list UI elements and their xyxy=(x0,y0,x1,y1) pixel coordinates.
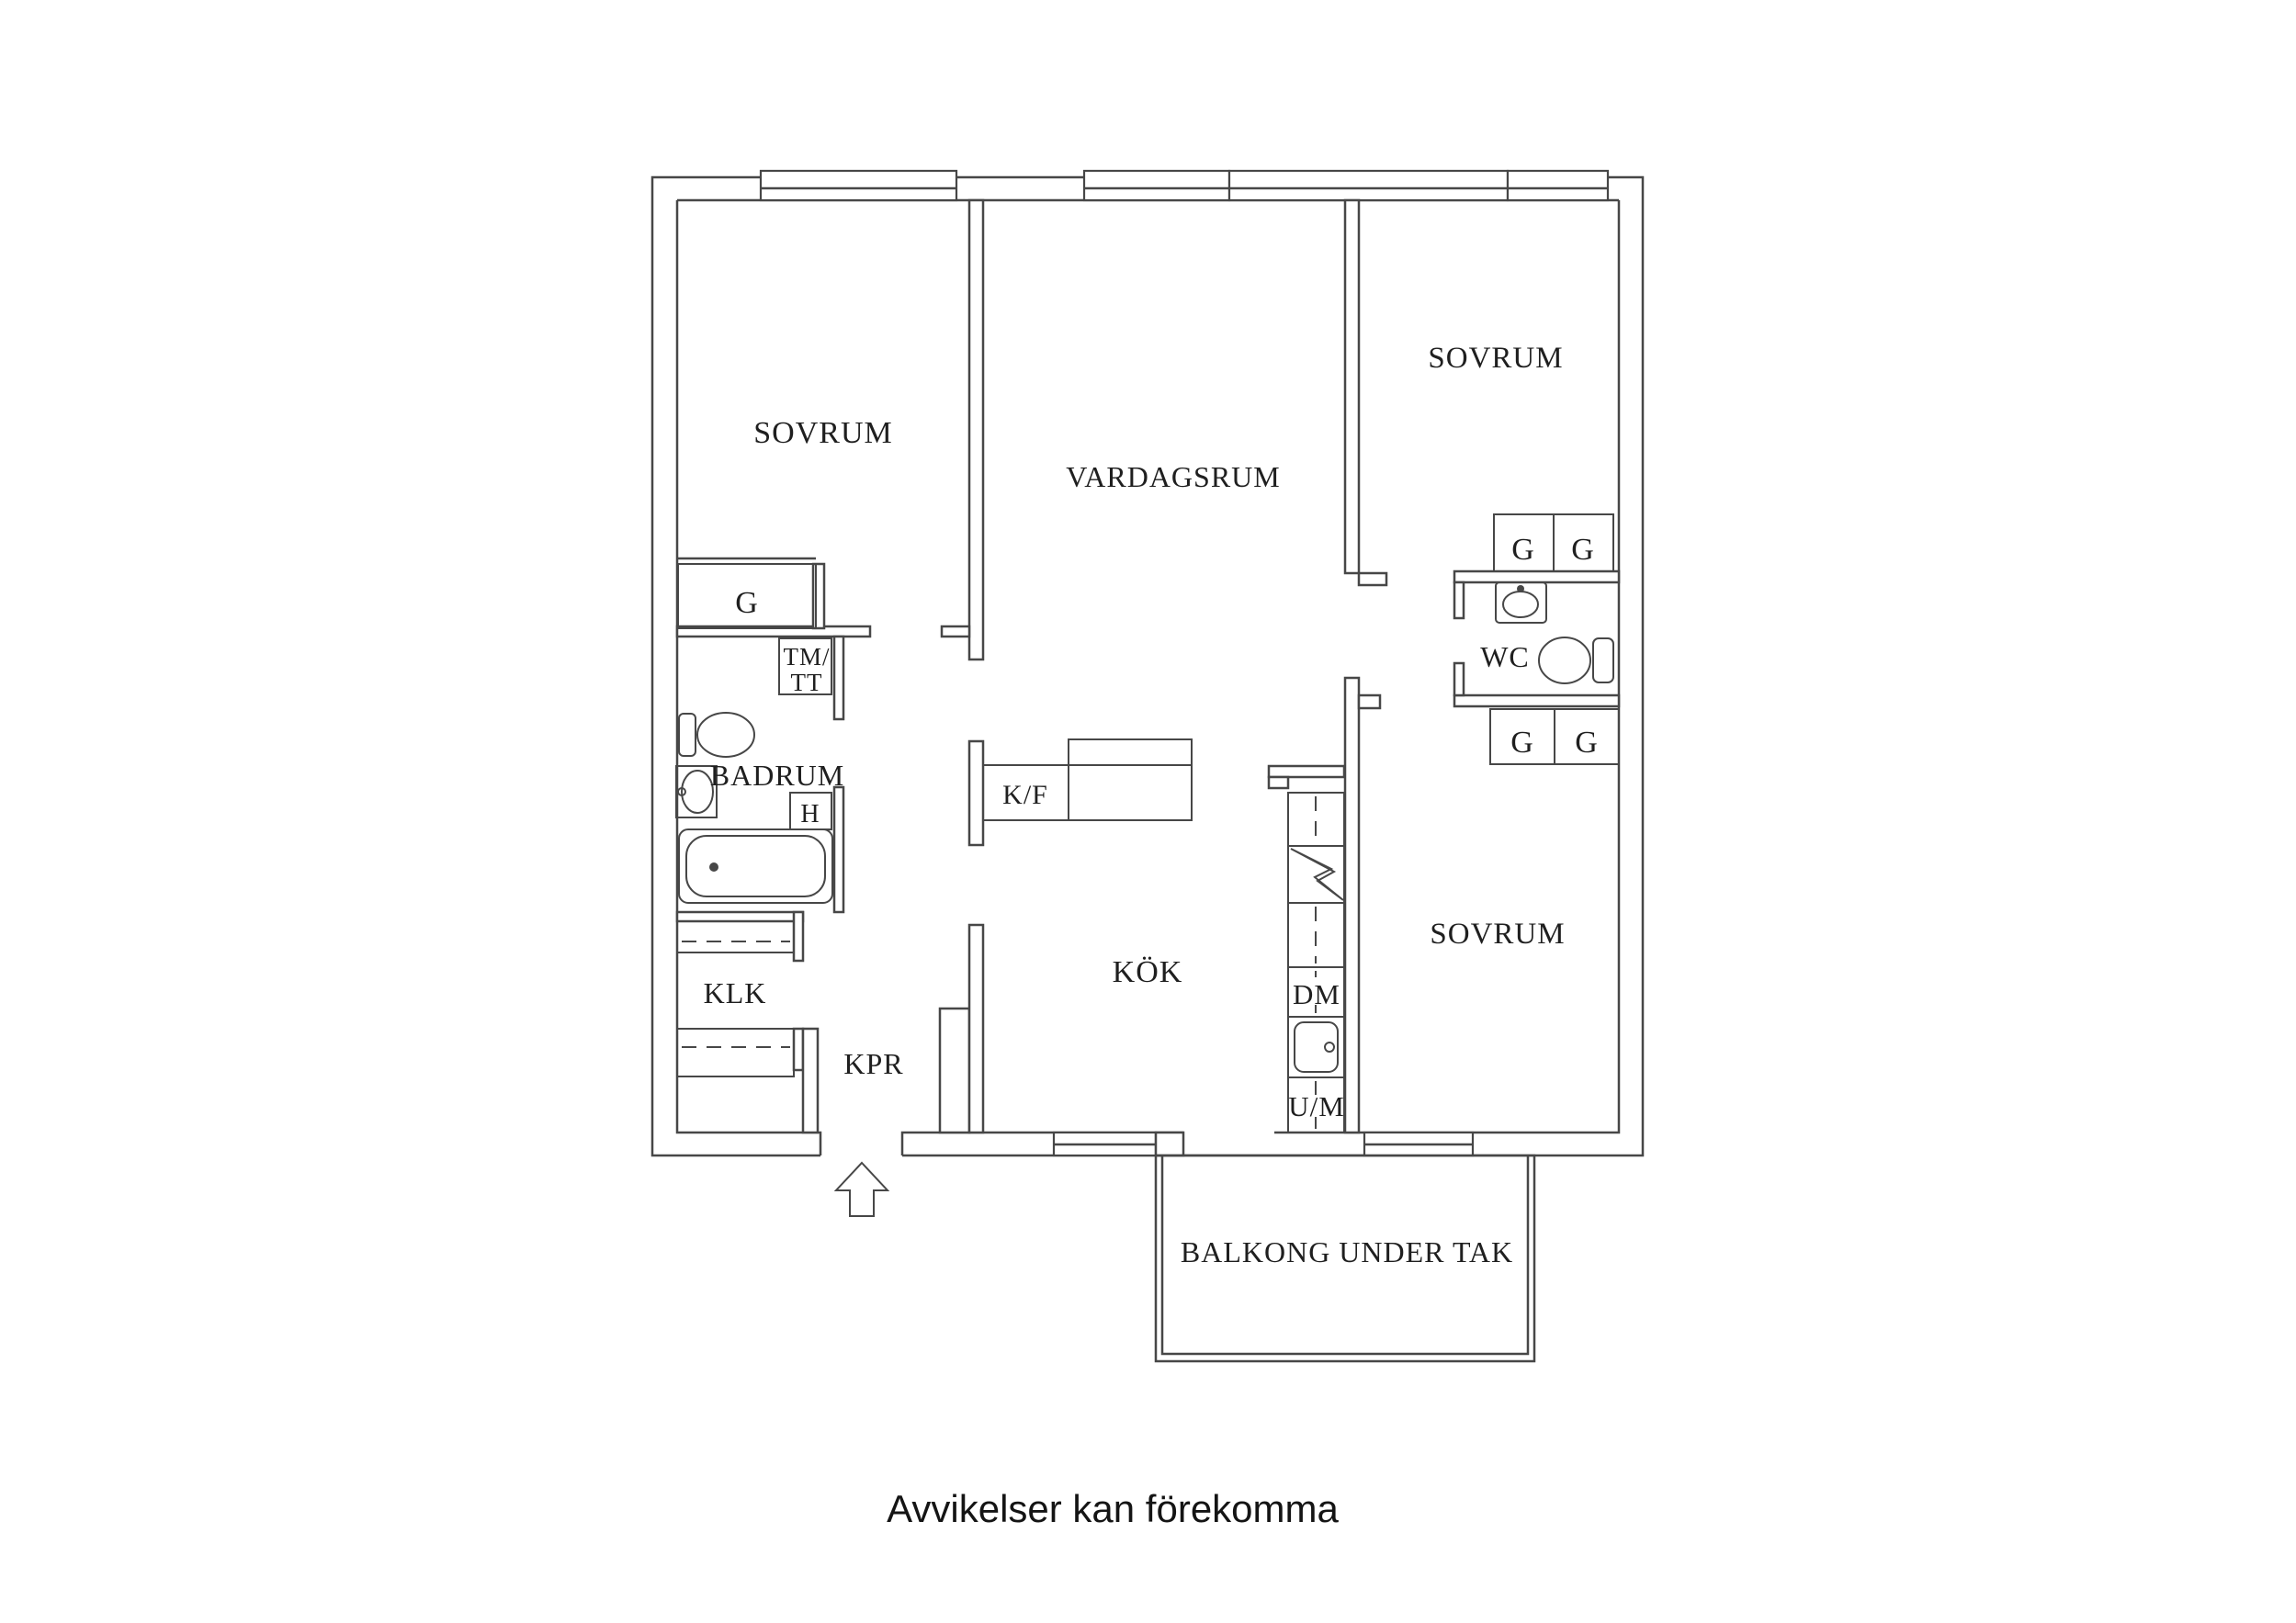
entrance-arrow xyxy=(833,1161,890,1217)
fixture-labels: G G G G G TM/ TT K/F DM U/M H xyxy=(735,533,1599,1122)
kitchen-sink-basin xyxy=(1294,1021,1339,1073)
label-wardrobe-3a: G xyxy=(1510,726,1534,760)
label-bedroom-top-right: SOVRUM xyxy=(1428,342,1563,375)
wall-bathroom-east-upper xyxy=(832,635,845,721)
wall-bathroom-east-lower xyxy=(832,785,845,914)
wall-bedroom1-door-jamb xyxy=(940,625,971,638)
label-wardrobe-2b: G xyxy=(1571,533,1595,567)
top-windows xyxy=(759,169,1610,202)
klk-wardrobe-upper xyxy=(676,920,795,953)
wc-toilet-bowl xyxy=(1538,637,1591,684)
wall-bathroom-south xyxy=(675,910,805,923)
bathroom-sink-box xyxy=(675,765,718,818)
label-bedroom-bottom-right: SOVRUM xyxy=(1430,918,1565,951)
label-living-room: VARDAGSRUM xyxy=(1066,460,1280,493)
label-dishwasher: DM xyxy=(1293,978,1340,1010)
wall-bedroom1-south xyxy=(675,625,872,638)
label-shelf: H xyxy=(800,800,820,828)
bathroom-fixtures xyxy=(675,637,833,904)
window-top-1 xyxy=(759,169,958,202)
wall-counter-stub-a xyxy=(1267,764,1346,779)
wall-counter-stub-b xyxy=(1267,775,1290,790)
wardrobe-boxes xyxy=(676,513,1620,1077)
kitchen-bench-box xyxy=(1068,738,1193,821)
wall-bedroom3-door-jamb xyxy=(1357,693,1382,710)
wardrobe-bedroom1-box xyxy=(677,563,817,629)
wall-pier-balcony xyxy=(1154,1131,1185,1157)
balcony-inner xyxy=(1160,1155,1530,1356)
wc-toilet-tank xyxy=(1592,637,1614,683)
klk-wardrobe-lower xyxy=(676,1028,795,1077)
wall-bedroom1-living xyxy=(967,198,985,661)
balcony-outer xyxy=(1154,1154,1536,1363)
label-wardrobe-3b: G xyxy=(1575,726,1599,760)
washing-machine-box xyxy=(1287,1076,1345,1133)
label-bedroom-top-left: SOVRUM xyxy=(753,416,892,450)
wc-sink-basin xyxy=(1502,591,1539,618)
wall-wc-door-stub-upper xyxy=(1453,580,1465,620)
wc-fixtures xyxy=(1495,581,1614,684)
label-hallway: KPR xyxy=(843,1047,903,1080)
wall-wc-south xyxy=(1453,693,1621,708)
wall-kitchen-west-lower xyxy=(967,923,985,1134)
washer-dryer-box xyxy=(778,637,832,695)
wall-klk-east xyxy=(801,1027,820,1134)
label-wc: WC xyxy=(1480,640,1530,673)
wc-sink-box xyxy=(1495,581,1547,624)
duct-shaft xyxy=(938,1007,971,1134)
window-top-2 xyxy=(1082,169,1231,202)
window-top-4 xyxy=(1506,169,1610,202)
kitchen-sink-tap xyxy=(1324,1042,1335,1053)
interior-walls xyxy=(675,198,1621,1134)
wall-klk-jamb-lower xyxy=(792,1027,805,1072)
bathroom-sink-tap xyxy=(677,787,686,796)
wall-living-bedroom2 xyxy=(1343,198,1361,575)
bathroom-sink-basin xyxy=(681,770,714,814)
bathtub-drain xyxy=(709,862,718,872)
label-wardrobe-1: G xyxy=(735,586,759,620)
disclaimer-caption: Avvikelser kan förekomma xyxy=(887,1487,1339,1530)
label-washer-dryer-line1: TM/ xyxy=(783,643,830,671)
bathtub-outer xyxy=(678,828,833,904)
inner-wall-left-bottom xyxy=(675,200,822,1155)
label-washing-machine: U/M xyxy=(1288,1090,1345,1122)
balcony xyxy=(1154,1154,1536,1363)
wall-wc-north xyxy=(1453,569,1621,584)
wall-kitchen-west-bar xyxy=(967,739,985,847)
bathtub-inner xyxy=(685,835,826,897)
bottom-windows xyxy=(1052,1131,1475,1157)
window-top-3 xyxy=(1227,169,1510,202)
wc-sink-tap xyxy=(1517,585,1524,592)
label-bathroom: BADRUM xyxy=(710,759,844,792)
room-labels: SOVRUM VARDAGSRUM SOVRUM SOVRUM KÖK BADR… xyxy=(704,342,1565,1268)
stove-bolt-icon xyxy=(1290,848,1344,901)
label-washer-dryer-line2: TT xyxy=(791,669,823,696)
entrance-arrow-icon xyxy=(833,1161,890,1217)
wall-kitchen-bedroom3 xyxy=(1343,676,1361,1134)
label-walk-in-closet: KLK xyxy=(704,976,767,1009)
wall-klk-jamb-upper xyxy=(792,910,805,963)
label-kitchen: KÖK xyxy=(1113,955,1183,989)
wall-closet1-stub xyxy=(811,562,826,630)
label-balcony: BALKONG UNDER TAK xyxy=(1181,1235,1513,1268)
bathroom-toilet-tank xyxy=(678,713,696,757)
wall-bedroom2-door-jamb xyxy=(1357,571,1388,587)
label-wardrobe-2a: G xyxy=(1511,533,1535,567)
label-fridge-freezer: K/F xyxy=(1002,780,1048,810)
kitchen-fixtures xyxy=(982,738,1345,1133)
wall-wc-door-stub-lower xyxy=(1453,661,1465,697)
bathroom-toilet-bowl xyxy=(696,712,755,758)
